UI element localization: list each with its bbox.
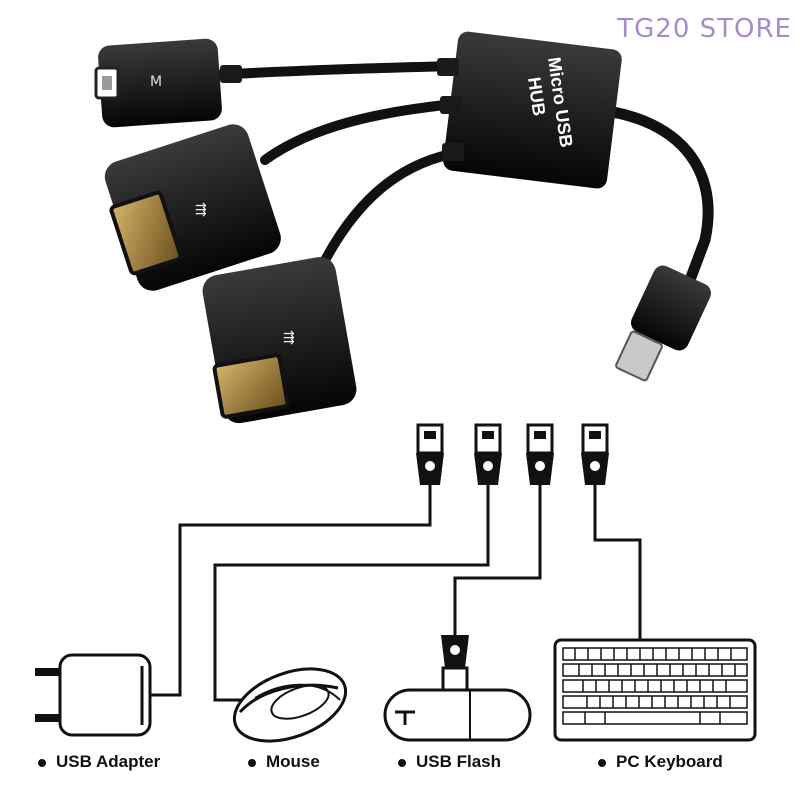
- device-caption-mouse: Mouse: [248, 752, 320, 772]
- svg-text:M: M: [150, 74, 162, 90]
- bullet-icon: [598, 758, 606, 767]
- usb-adapter-icon: [35, 653, 152, 737]
- device-caption-usb-flash: USB Flash: [398, 752, 501, 772]
- svg-text:⇶: ⇶: [283, 330, 295, 346]
- store-watermark: TG20 STORE: [617, 14, 792, 44]
- device-caption-pc-keyboard: PC Keyboard: [598, 752, 723, 772]
- usb-plug-2: [474, 423, 502, 485]
- mouse-icon: [232, 667, 348, 743]
- svg-text:⇶: ⇶: [195, 202, 207, 218]
- micro-usb-female-connector: M: [94, 38, 242, 128]
- usb-plug-3: [526, 423, 554, 485]
- bullet-icon: [38, 758, 46, 767]
- keyboard-icon: [553, 638, 757, 742]
- usb-plug-4: [581, 423, 609, 485]
- bullet-icon: [248, 758, 256, 767]
- usb-a-female-connector-1: ⇶: [104, 124, 281, 291]
- wiring-diagram: [150, 485, 642, 702]
- usb-flash-plug: [441, 635, 469, 694]
- hub-body: Micro USB HUB: [437, 31, 622, 189]
- bullet-icon: [398, 758, 406, 767]
- micro-usb-male-connector: [615, 265, 712, 382]
- usb-a-female-connector-2: ⇶: [202, 257, 357, 424]
- usb-plug-1: [416, 423, 444, 485]
- device-caption-usb-adapter: USB Adapter: [38, 752, 160, 772]
- usb-flash-icon: [383, 688, 532, 742]
